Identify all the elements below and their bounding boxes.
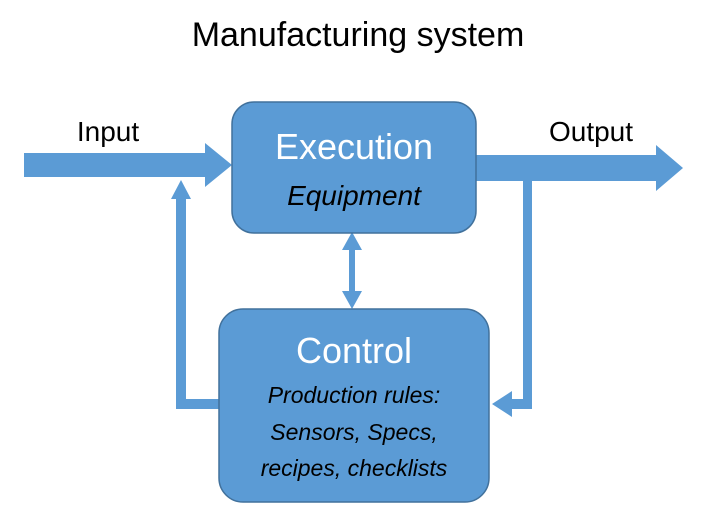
input-arrow (24, 143, 232, 187)
execution-box (231, 101, 477, 234)
feedback-to-control-arrow (492, 181, 532, 417)
execution-subheading: Equipment (287, 180, 422, 211)
bidirectional-execution-control-arrow (342, 232, 362, 309)
control-to-input-arrow (171, 180, 220, 409)
execution-heading: Execution (275, 126, 433, 167)
control-heading: Control (296, 330, 412, 371)
control-line-3: recipes, checklists (261, 455, 448, 481)
output-label: Output (549, 116, 633, 147)
diagram-title: Manufacturing system (192, 16, 525, 54)
control-box (218, 308, 490, 503)
control-line-2: Sensors, Specs, (270, 419, 437, 445)
control-line-1: Production rules: (268, 382, 441, 408)
output-arrow (476, 145, 683, 191)
input-label: Input (77, 116, 139, 147)
